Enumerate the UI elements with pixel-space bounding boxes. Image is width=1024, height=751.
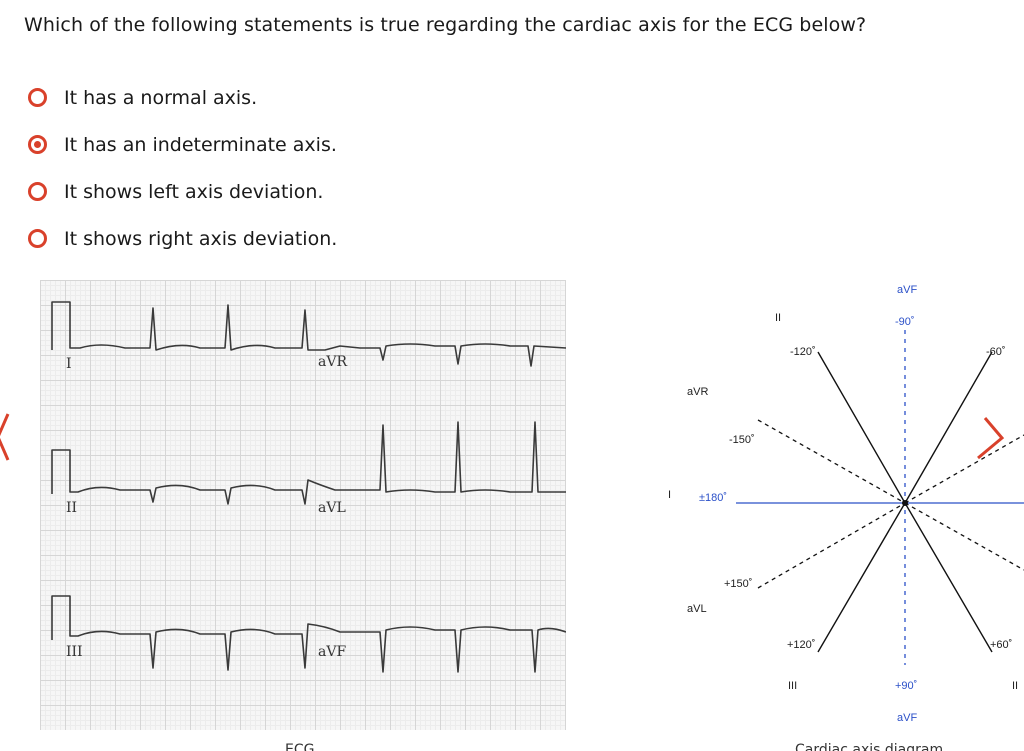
answer-options: It has a normal axis. It has an indeterm… bbox=[28, 74, 337, 262]
axis-line-plus30 bbox=[904, 502, 1024, 571]
lead-label-aVL: aVL bbox=[318, 500, 346, 516]
axis-label-aVF-top: aVF bbox=[897, 284, 918, 296]
ecg-row-3 bbox=[51, 595, 566, 673]
axis-line-minus150 bbox=[757, 419, 906, 504]
axis-label-aVL: aVL bbox=[687, 603, 707, 615]
option-right-axis-deviation[interactable]: It shows right axis deviation. bbox=[28, 215, 337, 262]
lead-label-I: I bbox=[66, 356, 72, 372]
axis-arrow-icon bbox=[977, 417, 1005, 460]
lead-label-III: III bbox=[66, 644, 83, 660]
option-indeterminate-axis[interactable]: It has an indeterminate axis. bbox=[28, 121, 337, 168]
axis-label-plus60: +60˚ bbox=[990, 639, 1013, 651]
radio-button[interactable] bbox=[28, 182, 47, 201]
ecg-image: I aVR II aVL III aVF bbox=[40, 280, 566, 730]
axis-label-plus90: +90˚ bbox=[895, 680, 918, 692]
axis-center-point bbox=[902, 500, 908, 506]
axis-label-III: III bbox=[788, 680, 798, 692]
ecg-tracing bbox=[51, 301, 566, 673]
axis-label-aVR: aVR bbox=[687, 386, 709, 398]
lead-label-II: II bbox=[66, 500, 78, 516]
axis-label-I: I bbox=[668, 489, 672, 501]
cardiac-axis-diagram bbox=[736, 330, 1024, 665]
axis-label-pm180: ±180˚ bbox=[699, 492, 728, 504]
axis-label-II-bottom: II bbox=[1012, 680, 1019, 692]
axis-label-minus90: -90˚ bbox=[895, 316, 915, 328]
previous-arrow-icon[interactable] bbox=[0, 412, 10, 466]
option-normal-axis[interactable]: It has a normal axis. bbox=[28, 74, 337, 121]
ecg-row-1 bbox=[51, 301, 566, 367]
axis-line-minus60 bbox=[904, 351, 993, 504]
axis-label-minus150: -150˚ bbox=[729, 434, 755, 446]
axis-label-II-top: II bbox=[775, 312, 782, 324]
axis-label-aVF-bottom: aVF bbox=[897, 712, 918, 724]
axis-line-plus60 bbox=[904, 502, 993, 653]
radio-button-selected[interactable] bbox=[28, 135, 47, 154]
lead-label-aVF: aVF bbox=[318, 644, 347, 660]
option-left-axis-deviation[interactable]: It shows left axis deviation. bbox=[28, 168, 337, 215]
question-text: Which of the following statements is tru… bbox=[24, 14, 867, 36]
option-label: It has an indeterminate axis. bbox=[64, 133, 337, 156]
axis-line-minus120 bbox=[817, 351, 906, 504]
axis-label-minus60: -60˚ bbox=[986, 346, 1006, 358]
axis-line-plus120 bbox=[817, 502, 906, 653]
radio-button[interactable] bbox=[28, 88, 47, 107]
axis-label-minus120: -120˚ bbox=[790, 346, 816, 358]
ecg-caption: ECG bbox=[285, 742, 315, 751]
axis-label-plus150: +150˚ bbox=[724, 578, 753, 590]
axis-diagram-caption: Cardiac axis diagram bbox=[795, 742, 944, 751]
axis-label-plus120: +120˚ bbox=[787, 639, 816, 651]
axis-line-plus150 bbox=[757, 502, 906, 589]
ecg-row-2 bbox=[51, 421, 566, 505]
option-label: It shows left axis deviation. bbox=[64, 180, 324, 203]
lead-label-aVR: aVR bbox=[318, 354, 347, 370]
axis-line-minus30 bbox=[904, 434, 1024, 504]
option-label: It has a normal axis. bbox=[64, 86, 258, 109]
radio-button[interactable] bbox=[28, 229, 47, 248]
option-label: It shows right axis deviation. bbox=[64, 227, 338, 250]
